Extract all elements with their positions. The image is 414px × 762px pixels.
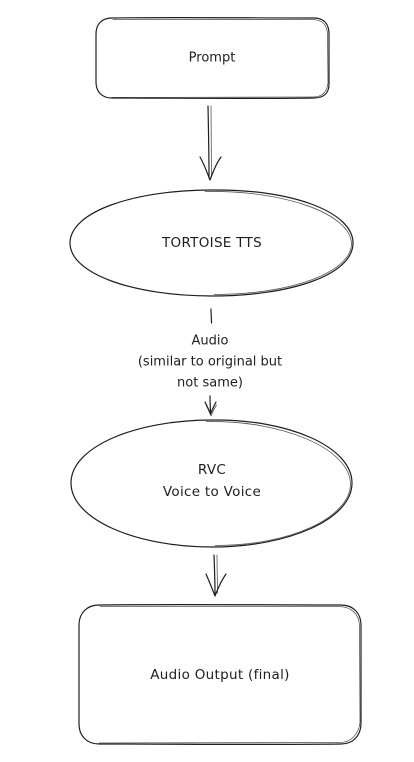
rvc-label-line1: RVC: [198, 462, 226, 478]
tortoise-ellipse-sketch: [204, 191, 352, 295]
audio-note-line2: (similar to original but: [138, 355, 282, 370]
arrow-prompt-to-tortoise: [199, 105, 222, 181]
audio-note-line1: Audio: [192, 334, 229, 349]
audio-output-box: [78, 603, 362, 746]
connector-tick: [210, 308, 213, 324]
prompt-label: Prompt: [189, 51, 236, 66]
tortoise-tts-node[interactable]: TORTOISE TTS: [69, 189, 354, 297]
rvc-label-line2: Voice to Voice: [163, 484, 261, 500]
rvc-ellipse-sketch: [205, 421, 351, 546]
arrow-rvc-to-output: [205, 554, 227, 597]
audio-note-line3: not same): [177, 376, 243, 391]
tortoise-label: TORTOISE TTS: [161, 235, 262, 251]
audio-annotation: Audio (similar to original but not same): [138, 334, 282, 391]
audio-output-node[interactable]: Audio Output (final): [78, 603, 362, 746]
audio-output-label: Audio Output (final): [150, 667, 289, 683]
arrow-audio-to-rvc: [204, 395, 217, 417]
rvc-ellipse: [70, 419, 353, 548]
rvc-node[interactable]: RVC Voice to Voice: [70, 419, 353, 548]
prompt-node[interactable]: Prompt: [95, 16, 330, 100]
tortoise-ellipse: [69, 189, 354, 297]
prompt-box-sketch: [111, 18, 329, 98]
audio-output-box-sketch: [98, 605, 361, 744]
prompt-box: [95, 16, 330, 100]
